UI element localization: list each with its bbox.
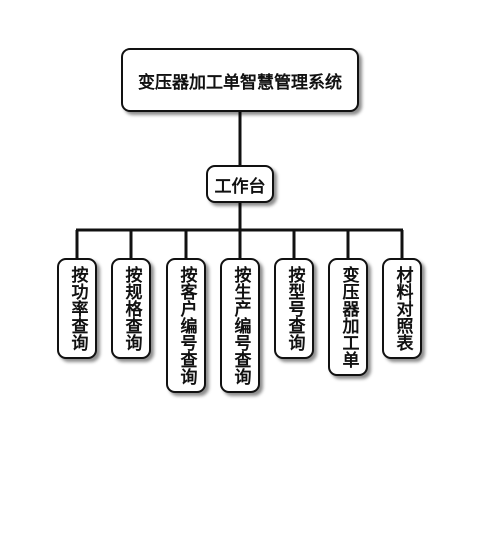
leaf-node-work-order[interactable]: 变压器加工单 [328, 258, 368, 376]
root-node: 变压器加工单智慧管理系统 [121, 48, 359, 112]
leaf-node-spec-query[interactable]: 按规格查询 [111, 258, 151, 359]
workbench-node[interactable]: 工作台 [206, 165, 274, 203]
leaf-node-label: 按客户编号查询 [176, 266, 197, 385]
leaf-node-label: 按型号查询 [284, 266, 305, 351]
leaf-node-power-query[interactable]: 按功率查询 [57, 258, 97, 359]
leaf-node-label: 按生产编号查询 [230, 266, 251, 385]
leaf-node-label: 按规格查询 [121, 266, 142, 351]
root-node-label: 变压器加工单智慧管理系统 [138, 72, 342, 93]
leaf-node-production-number-query[interactable]: 按生产编号查询 [220, 258, 260, 393]
leaf-node-customer-number-query[interactable]: 按客户编号查询 [166, 258, 206, 393]
leaf-node-model-query[interactable]: 按型号查询 [274, 258, 314, 359]
leaf-node-label: 变压器加工单 [338, 266, 359, 368]
leaf-node-label: 按功率查询 [67, 266, 88, 351]
leaf-node-label: 材料对照表 [392, 266, 413, 351]
leaf-node-material-table[interactable]: 材料对照表 [382, 258, 422, 359]
workbench-node-label: 工作台 [214, 176, 266, 197]
